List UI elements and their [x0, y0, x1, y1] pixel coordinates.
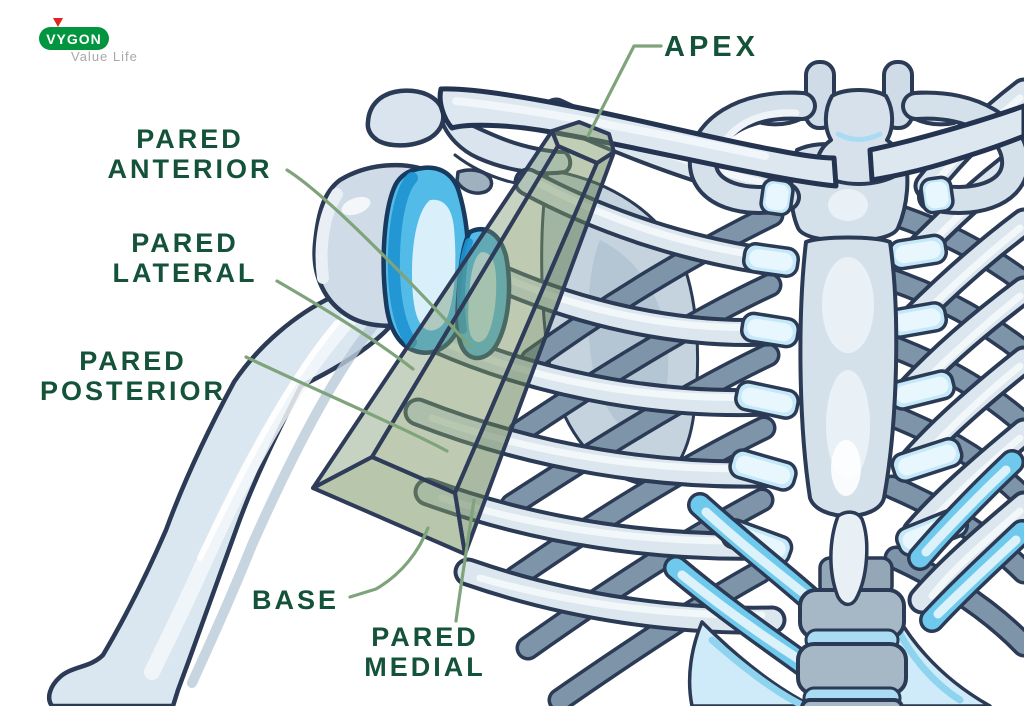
margin-pale: [921, 465, 1011, 557]
label-pared-medial: PARED MEDIAL: [315, 622, 535, 682]
costal-margin-right: [871, 449, 1024, 706]
humerus-shaft-shadow: [187, 307, 390, 688]
sternum: [789, 142, 910, 607]
label-line: BASE: [252, 585, 340, 615]
coracoid: [455, 168, 494, 195]
cartilage-cap-core: [735, 455, 791, 485]
leader-pared-posterior: [244, 355, 449, 453]
clavicles: [437, 86, 1024, 189]
label-line: PARED: [131, 228, 239, 258]
costal-cartilage-right: [886, 233, 970, 557]
label-pared-lateral: PARED LATERAL: [75, 228, 295, 288]
vertebra-body: [800, 698, 904, 706]
cartilage-cap-core: [895, 376, 949, 404]
prism-face-apex: [550, 120, 616, 165]
cartilage-cap-core: [895, 240, 941, 264]
sternum-glow: [831, 440, 861, 496]
rib-dark: [551, 563, 769, 706]
rib-dark: [523, 206, 781, 369]
label-pared-posterior: PARED POSTERIOR: [23, 346, 243, 406]
label-line: POSTERIOR: [39, 376, 227, 407]
vygon-logo: VYGON Value Life: [0, 0, 180, 80]
leader-pared-lateral: [275, 279, 415, 371]
first-rib-right: [905, 94, 1024, 211]
clavicle-right: [867, 103, 1024, 183]
leader-pared-medial: [454, 498, 476, 623]
logo-tagline: Value Life: [71, 49, 138, 64]
margin-pale: [677, 570, 805, 665]
label-line: PARED: [371, 622, 479, 652]
margin-streak: [708, 636, 804, 706]
label-apex-text: APEX: [664, 31, 759, 63]
clavicle-left-sheen: [452, 97, 769, 160]
leader-pared-anterior: [285, 168, 472, 348]
margin-pale: [933, 535, 1021, 619]
xiphoid-process: [829, 510, 869, 607]
cartilage-cap-core: [747, 318, 793, 342]
cartilage-cap-core: [741, 387, 793, 413]
cartilage-cap-core: [925, 181, 949, 209]
label-pared-anterior: PARED ANTERIOR: [75, 124, 305, 184]
cartilage-cap-core: [749, 249, 793, 271]
ribs-right: [871, 77, 1024, 706]
leader-apex: [586, 44, 663, 138]
red-drop-icon: [53, 18, 63, 27]
logo-brand-text: VYGON: [46, 30, 102, 47]
rib-sheen: [438, 494, 754, 545]
label-line: ANTERIOR: [107, 154, 273, 185]
sternum-highlight: [828, 189, 868, 221]
cartilage-cap-core: [898, 444, 956, 476]
leader-lines: [244, 44, 663, 623]
rib-dark: [519, 491, 771, 657]
logo-pill: VYGON: [39, 27, 109, 50]
vertebral-column-lower: [796, 556, 908, 706]
rib-dark: [506, 419, 773, 587]
label-base: BASE: [252, 585, 339, 615]
sternum-highlight: [822, 257, 874, 353]
humeral-head-highlight: [315, 188, 343, 284]
vertebra-disc-line: [835, 131, 883, 142]
first-rib-left: [691, 94, 813, 211]
cartilage-cap-core: [893, 308, 941, 332]
rib-sheen: [928, 507, 1024, 600]
posterior-ribs-left: [499, 202, 785, 706]
acromion: [365, 88, 446, 148]
glenoid-main-rim: [387, 172, 418, 348]
humerus-shaft-highlight-core: [197, 320, 340, 561]
humerus-shaft-highlight: [144, 310, 358, 680]
leader-base: [348, 526, 430, 599]
rib-dark: [881, 406, 1024, 507]
label-line: LATERAL: [112, 258, 258, 289]
label-line: MEDIAL: [364, 652, 486, 683]
label-line: PARED: [136, 124, 244, 154]
rib-dark: [511, 276, 779, 441]
rib-dark: [503, 346, 777, 514]
label-line: PARED: [79, 346, 187, 376]
label-apex: APEX: [664, 31, 759, 63]
cartilage-cap-core: [765, 183, 789, 211]
first-ribs: [687, 90, 1024, 217]
rib-dark: [877, 269, 1024, 361]
rib-dark: [879, 336, 1024, 433]
humeral-head-glint: [341, 196, 371, 216]
